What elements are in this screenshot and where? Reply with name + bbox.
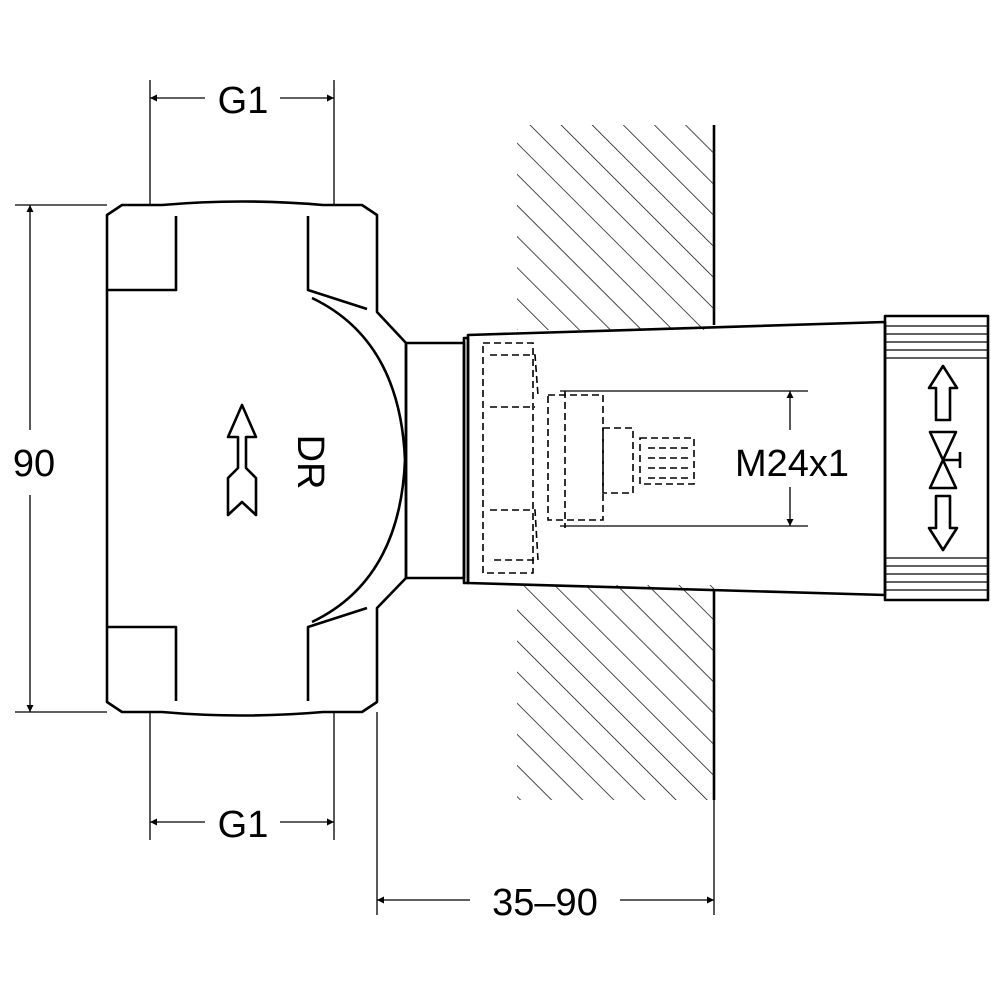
wall-section: [517, 125, 716, 800]
dimension-bottom-g1: G1: [149, 712, 335, 846]
thread-label: M24x1: [735, 443, 849, 485]
dimension-thread: M24x1: [560, 390, 849, 527]
valve-body: DR: [105, 200, 408, 717]
wall-depth-label: 35–90: [492, 882, 598, 924]
handle-nut: [883, 314, 990, 602]
height-label: 90: [13, 443, 55, 485]
bottom-port-label: G1: [218, 804, 269, 846]
valve-symbol-icon: [927, 364, 962, 552]
flow-direction-arrow-icon: [226, 403, 258, 517]
body-marking: DR: [289, 435, 331, 490]
top-port-label: G1: [218, 80, 269, 122]
dimension-top-g1: G1: [149, 80, 335, 205]
dimension-wall-depth: 35–90: [376, 712, 715, 924]
dimension-height: 90: [13, 204, 107, 713]
